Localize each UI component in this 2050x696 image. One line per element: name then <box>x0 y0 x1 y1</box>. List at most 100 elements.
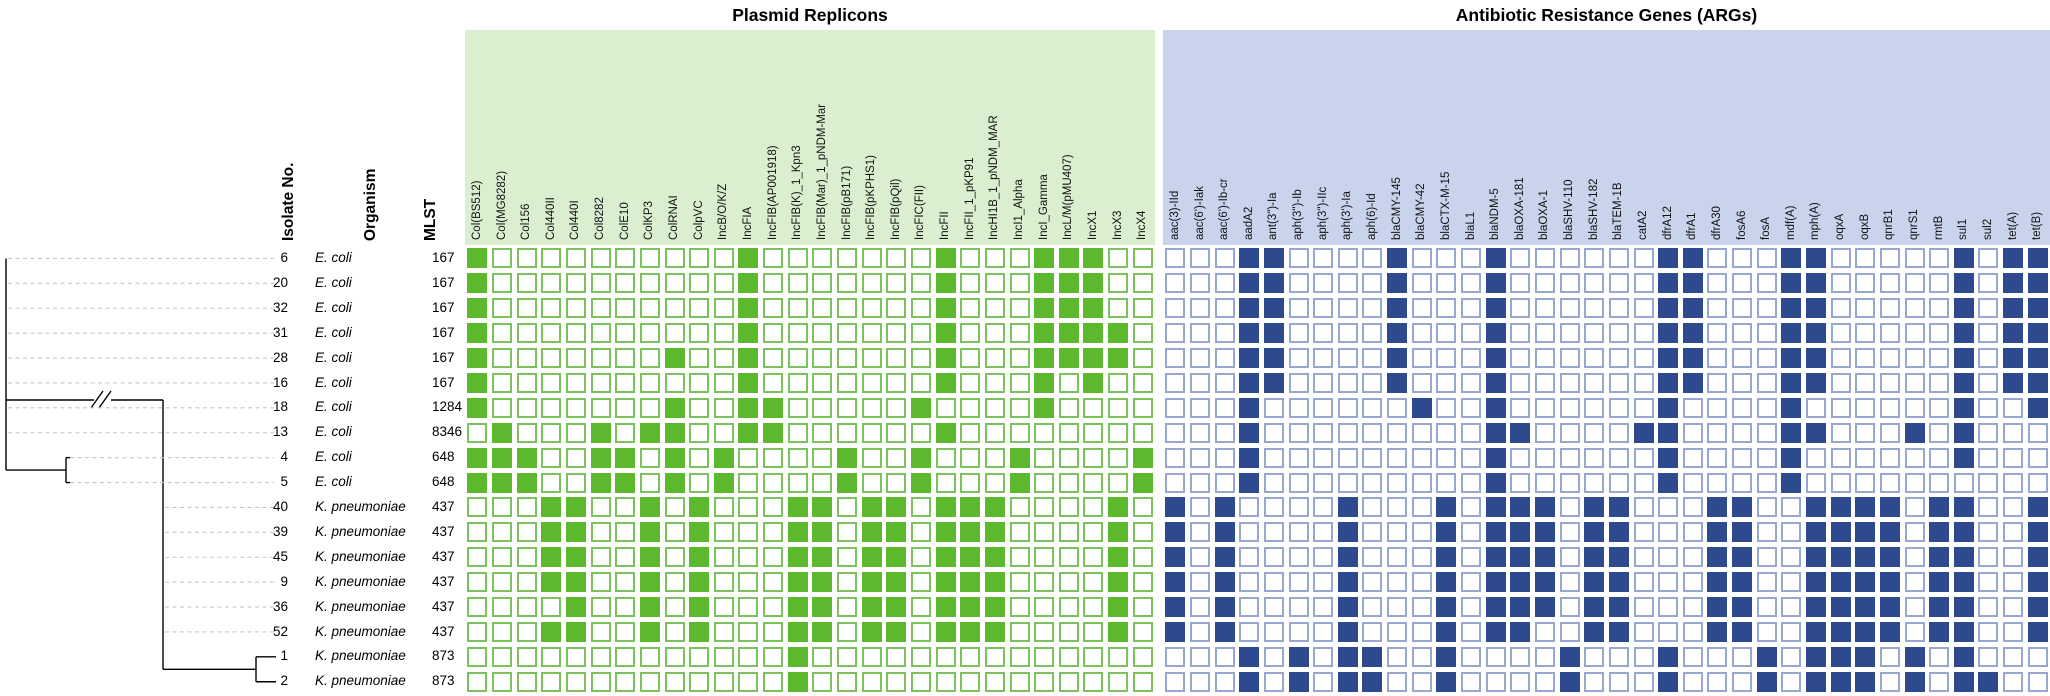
cell-absent <box>1461 646 1481 667</box>
cell-present <box>1337 646 1358 667</box>
cell-present <box>541 572 562 593</box>
column-label: aph(3")-IIc <box>1316 186 1329 240</box>
cell-absent <box>1362 273 1383 294</box>
cell-absent <box>1756 422 1777 443</box>
cell-present <box>1485 547 1506 568</box>
cell-present <box>1781 472 1802 493</box>
cell-absent <box>1263 422 1284 443</box>
cell-absent <box>1534 422 1555 443</box>
cell-absent <box>1461 447 1481 468</box>
cell-absent <box>1904 298 1925 319</box>
cell-absent <box>713 323 734 344</box>
cell-absent <box>1083 622 1104 642</box>
mlst-value: 437 <box>432 548 455 564</box>
cell-absent <box>1781 547 1802 568</box>
cell-absent <box>1682 622 1703 642</box>
cell-absent <box>1732 372 1752 393</box>
cell-present <box>1534 597 1555 617</box>
cell-absent <box>960 646 981 667</box>
cell-absent <box>861 422 882 443</box>
cell-absent <box>2003 472 2023 493</box>
cell-absent <box>590 323 611 344</box>
cell-present <box>1436 572 1457 593</box>
cell-absent <box>1658 572 1679 593</box>
cell-absent <box>590 597 611 617</box>
cell-present <box>1510 522 1531 543</box>
cell-absent <box>1978 298 1999 319</box>
cell-absent <box>886 422 907 443</box>
cell-present <box>935 572 956 593</box>
cell-absent <box>1362 248 1383 269</box>
cell-present <box>861 522 882 543</box>
cell-absent <box>763 522 783 543</box>
cell-absent <box>1362 323 1383 344</box>
cell-absent <box>837 298 857 319</box>
cell-present <box>1658 298 1679 319</box>
cell-absent <box>1387 397 1408 418</box>
cell-absent <box>763 348 783 369</box>
isolate-no: 16 <box>272 374 288 390</box>
cell-absent <box>1190 298 1210 319</box>
cell-absent <box>1009 248 1030 269</box>
cell-absent <box>1190 472 1210 493</box>
cell-present <box>1083 372 1104 393</box>
cell-present <box>1239 273 1260 294</box>
cell-absent <box>492 372 512 393</box>
cell-absent <box>467 522 488 543</box>
cell-present <box>812 597 833 617</box>
cell-absent <box>1756 273 1777 294</box>
cell-present <box>763 397 783 418</box>
cell-present <box>1682 273 1703 294</box>
cell-absent <box>1534 273 1555 294</box>
cell-absent <box>1362 348 1383 369</box>
cell-absent <box>664 323 685 344</box>
cell-absent <box>1608 422 1629 443</box>
cell-present <box>1239 646 1260 667</box>
cell-absent <box>541 323 562 344</box>
cell-absent <box>1559 323 1580 344</box>
cell-absent <box>1009 522 1030 543</box>
cell-absent <box>639 372 660 393</box>
cell-absent <box>689 348 710 369</box>
cell-present <box>1009 472 1030 493</box>
cell-present <box>2027 547 2048 568</box>
column-label: fosA <box>1760 216 1773 240</box>
cell-absent <box>984 273 1005 294</box>
cell-absent <box>1707 298 1728 319</box>
cell-absent <box>1387 472 1408 493</box>
cell-absent <box>1510 646 1531 667</box>
cell-present <box>1805 547 1826 568</box>
column-label: IncI_Gamma <box>1037 174 1050 240</box>
cell-absent <box>960 422 981 443</box>
cell-absent <box>565 397 586 418</box>
cell-present <box>1337 522 1358 543</box>
cell-present <box>2027 622 2048 642</box>
organism-name: E. coli <box>315 274 352 290</box>
cell-present <box>1830 572 1851 593</box>
cell-absent <box>1034 422 1055 443</box>
column-label: IncFIB(Mar)_1_pNDM-Mar <box>815 103 828 240</box>
cell-absent <box>1608 348 1629 369</box>
isolate-no: 4 <box>280 449 288 465</box>
cell-absent <box>590 547 611 568</box>
cell-absent <box>2003 422 2023 443</box>
cell-absent <box>516 273 537 294</box>
cell-present <box>1239 248 1260 269</box>
cell-absent <box>565 447 586 468</box>
cell-absent <box>1387 547 1408 568</box>
cell-absent <box>467 547 488 568</box>
cell-absent <box>1411 422 1432 443</box>
cell-absent <box>1707 372 1728 393</box>
cell-present <box>1584 572 1605 593</box>
cell-present <box>1830 522 1851 543</box>
cell-absent <box>1608 472 1629 493</box>
cell-absent <box>615 397 636 418</box>
cell-absent <box>935 671 956 692</box>
cell-present <box>1732 622 1752 642</box>
cell-absent <box>516 671 537 692</box>
cell-present <box>1707 597 1728 617</box>
cell-absent <box>1362 372 1383 393</box>
cell-absent <box>1411 348 1432 369</box>
cell-absent <box>1337 323 1358 344</box>
cell-present <box>1214 547 1235 568</box>
